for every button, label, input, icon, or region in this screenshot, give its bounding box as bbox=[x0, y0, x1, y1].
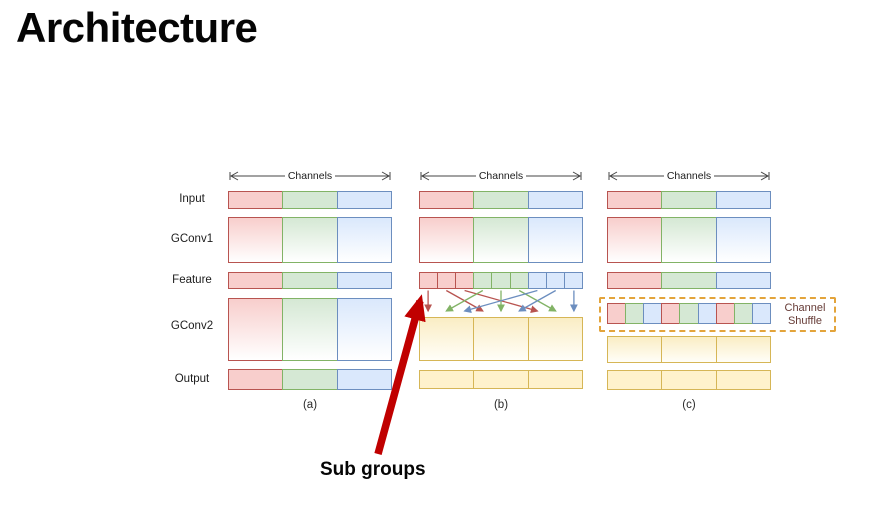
gconv2-row-a bbox=[228, 298, 392, 361]
shuffled-feature-row-c bbox=[607, 303, 771, 324]
feature-row-a bbox=[228, 272, 392, 289]
yellow-channel-cell bbox=[661, 370, 717, 390]
green-channel-cell bbox=[661, 217, 717, 263]
yellow-channel-cell bbox=[715, 336, 771, 363]
yellow-channel-cell bbox=[473, 370, 529, 389]
blue-channel-cell bbox=[527, 191, 583, 209]
pointer-arrow-icon bbox=[374, 294, 426, 455]
green-channel-cell bbox=[625, 303, 645, 324]
channel-shuffle-box bbox=[599, 297, 836, 332]
green-channel-cell bbox=[473, 272, 493, 289]
row-label-input: Input bbox=[179, 193, 205, 205]
blue-channel-cell bbox=[545, 272, 565, 289]
blue-channel-cell bbox=[527, 272, 547, 289]
blue-channel-cell bbox=[527, 217, 583, 263]
gconv2-row-c bbox=[607, 336, 771, 363]
channel-shuffle-label: Channel Shuffle bbox=[784, 302, 826, 327]
blue-shuffle-arrow bbox=[518, 289, 557, 312]
feature-subgroups-row-b bbox=[419, 272, 583, 289]
red-channel-cell bbox=[607, 272, 663, 289]
blue-channel-cell bbox=[715, 191, 771, 209]
row-label-feature: Feature bbox=[172, 274, 212, 286]
gconv1-row-b bbox=[419, 217, 583, 263]
shuffle-arrows-icon bbox=[424, 289, 578, 313]
row-label-gconv2: GConv2 bbox=[170, 320, 214, 332]
blue-shuffle-arrow bbox=[463, 289, 538, 313]
gconv1-row-a bbox=[228, 217, 392, 263]
red-channel-cell bbox=[607, 217, 663, 263]
yellow-channel-cell bbox=[715, 370, 771, 390]
input-row-c bbox=[607, 191, 771, 209]
yellow-channel-cell bbox=[661, 336, 717, 363]
blue-channel-cell bbox=[715, 217, 771, 263]
output-row-c bbox=[607, 370, 771, 390]
green-channel-cell bbox=[473, 217, 529, 263]
channels-extent-arrow-icon bbox=[420, 171, 582, 181]
blue-channel-cell bbox=[697, 303, 717, 324]
panel-caption-b: (b) bbox=[493, 399, 509, 411]
green-channel-cell bbox=[473, 191, 529, 209]
blue-channel-cell bbox=[336, 217, 392, 263]
green-channel-cell bbox=[679, 303, 699, 324]
green-channel-cell bbox=[661, 191, 717, 209]
input-row-a bbox=[228, 191, 392, 209]
green-channel-cell bbox=[282, 298, 338, 361]
green-channel-cell bbox=[661, 272, 717, 289]
row-label-output: Output bbox=[174, 373, 210, 385]
green-channel-cell bbox=[491, 272, 511, 289]
red-channel-cell bbox=[419, 191, 475, 209]
feature-row-c bbox=[607, 272, 771, 289]
red-channel-cell bbox=[715, 303, 735, 324]
red-channel-cell bbox=[228, 191, 284, 209]
red-channel-cell bbox=[455, 272, 475, 289]
red-channel-cell bbox=[419, 217, 475, 263]
green-channel-cell bbox=[282, 217, 338, 263]
green-channel-cell bbox=[733, 303, 753, 324]
green-channel-cell bbox=[282, 369, 338, 390]
panel-caption-a: (a) bbox=[302, 399, 318, 411]
yellow-channel-cell bbox=[473, 317, 529, 361]
yellow-channel-cell bbox=[527, 317, 583, 361]
blue-channel-cell bbox=[336, 298, 392, 361]
panel-caption-c: (c) bbox=[682, 399, 696, 411]
page-title: Architecture bbox=[16, 4, 258, 51]
row-label-gconv1: GConv1 bbox=[170, 233, 214, 245]
channels-extent-a: Channels bbox=[228, 169, 392, 183]
blue-channel-cell bbox=[563, 272, 583, 289]
red-channel-cell bbox=[228, 369, 284, 390]
green-channel-cell bbox=[282, 191, 338, 209]
blue-channel-cell bbox=[336, 191, 392, 209]
output-row-a bbox=[228, 369, 392, 390]
red-channel-cell bbox=[228, 272, 284, 289]
red-channel-cell bbox=[607, 191, 663, 209]
gconv1-row-c bbox=[607, 217, 771, 263]
output-row-b bbox=[419, 370, 583, 389]
green-channel-cell bbox=[509, 272, 529, 289]
red-channel-cell bbox=[228, 298, 284, 361]
green-shuffle-arrow bbox=[445, 289, 484, 312]
blue-channel-cell bbox=[336, 272, 392, 289]
channels-extent-arrow-icon bbox=[608, 171, 770, 181]
blue-channel-cell bbox=[751, 303, 771, 324]
green-channel-cell bbox=[282, 272, 338, 289]
blue-channel-cell bbox=[643, 303, 663, 324]
blue-channel-cell bbox=[715, 272, 771, 289]
channels-extent-c: Channels bbox=[607, 169, 771, 183]
red-channel-cell bbox=[228, 217, 284, 263]
sub-groups-annotation: Sub groups bbox=[320, 459, 426, 480]
yellow-channel-cell bbox=[607, 336, 663, 363]
gconv2-row-b bbox=[419, 317, 583, 361]
red-channel-cell bbox=[661, 303, 681, 324]
yellow-channel-cell bbox=[607, 370, 663, 390]
input-row-b bbox=[419, 191, 583, 209]
channels-extent-arrow-icon bbox=[229, 171, 391, 181]
channels-extent-b: Channels bbox=[419, 169, 583, 183]
red-channel-cell bbox=[607, 303, 627, 324]
blue-channel-cell bbox=[336, 369, 392, 390]
yellow-channel-cell bbox=[527, 370, 583, 389]
